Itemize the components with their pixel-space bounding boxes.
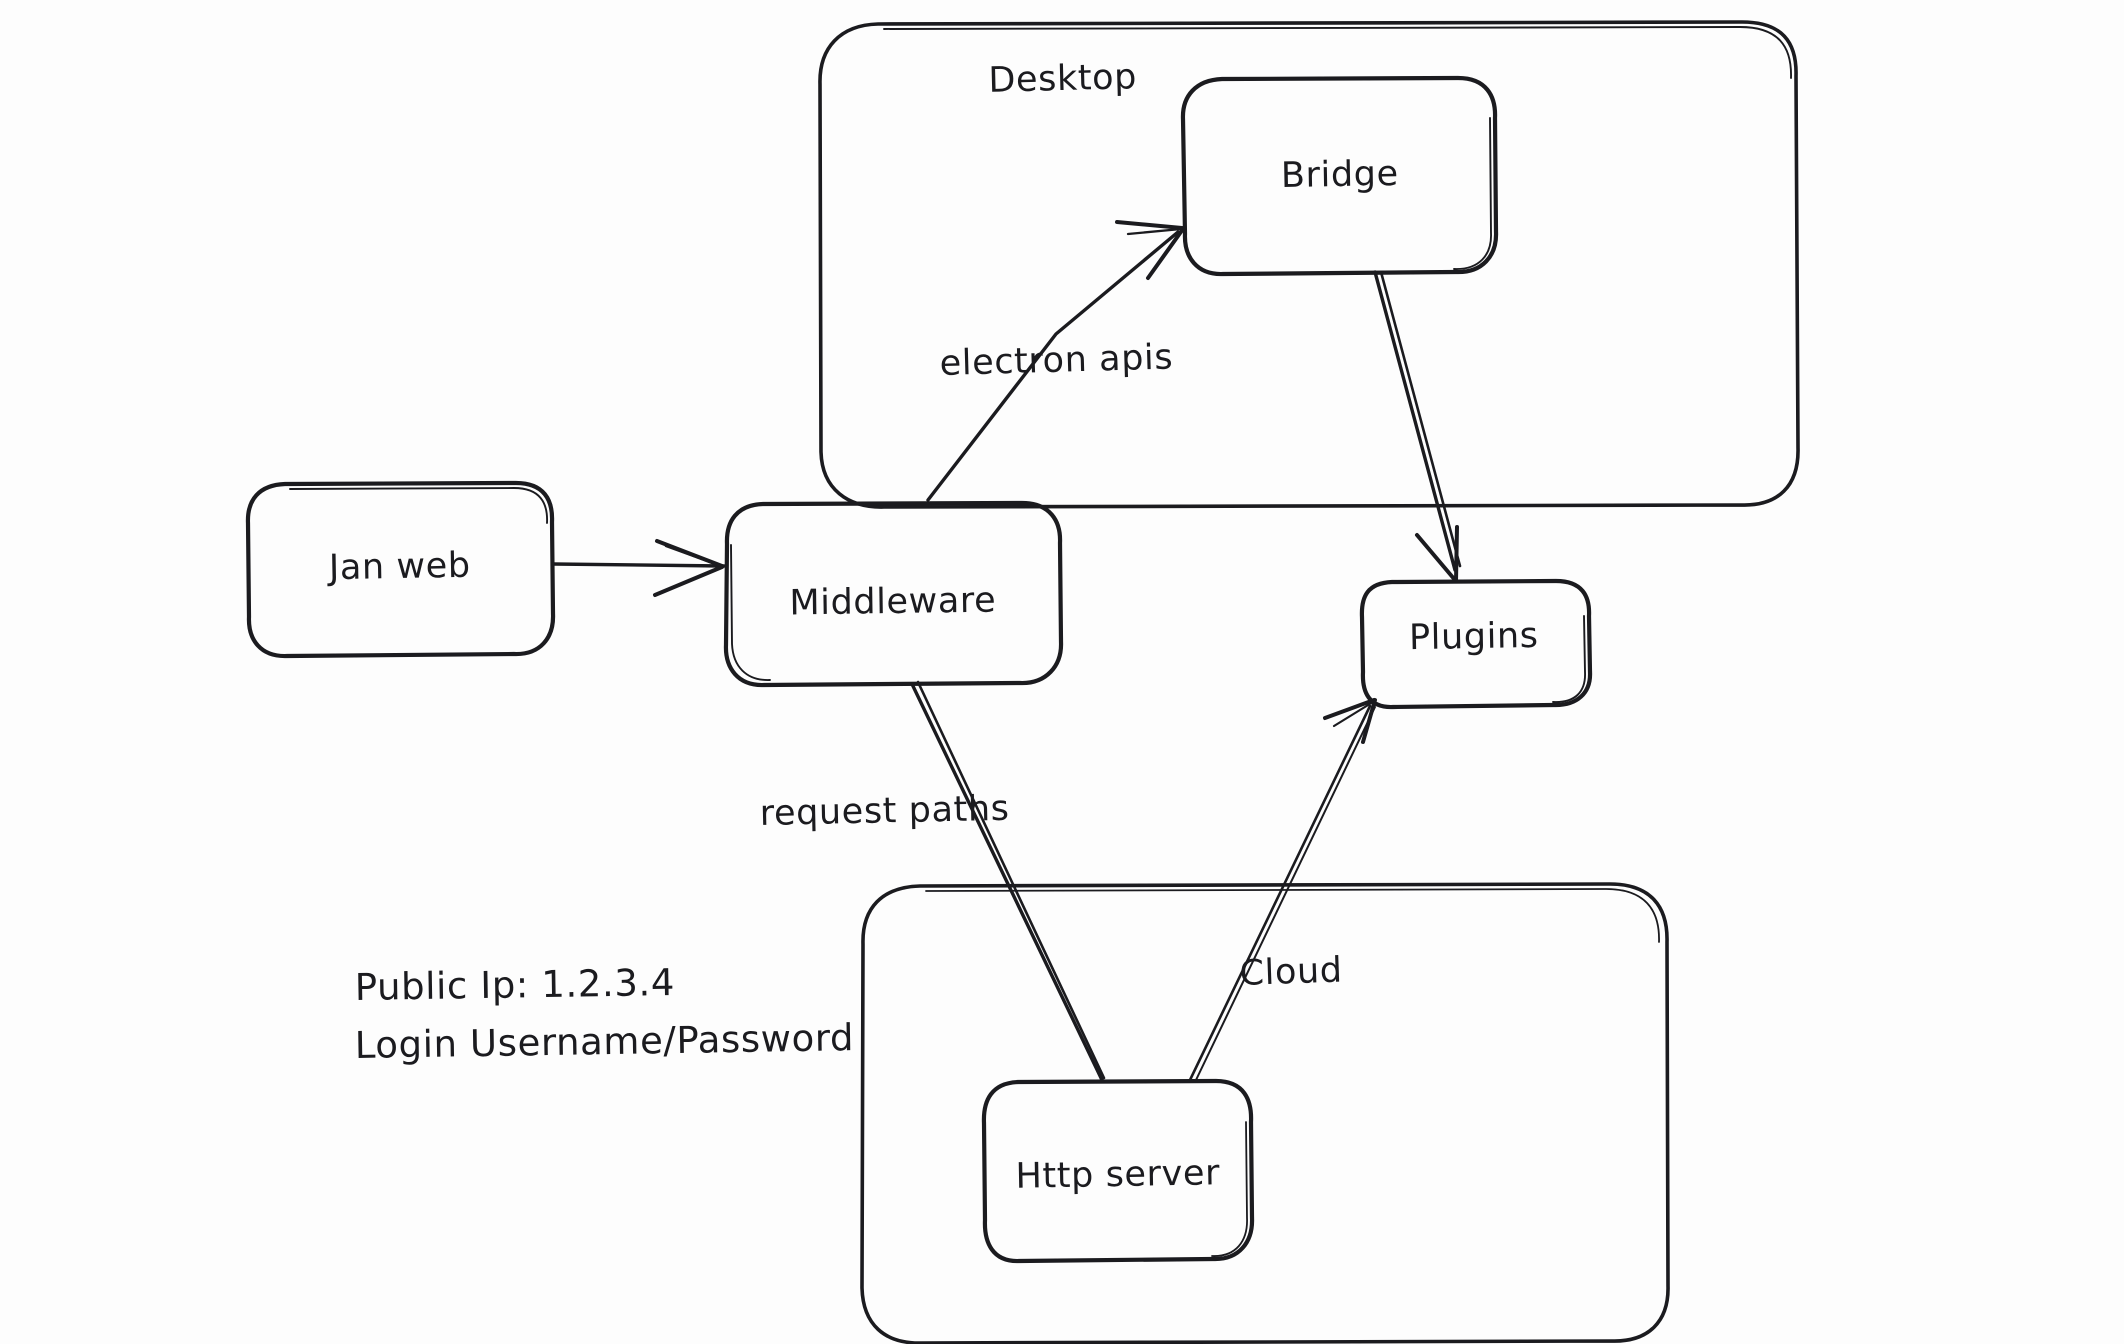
arrowhead-echo <box>1332 700 1375 728</box>
arrowhead-echo <box>1126 227 1183 236</box>
node-middleware[interactable]: Middleware <box>723 500 1064 688</box>
cloud-group-outline <box>860 882 1670 1344</box>
node-outline <box>981 1078 1255 1264</box>
edge-middleware-to-bridge[interactable]: electron apis <box>926 220 1185 502</box>
edge-line <box>1373 270 1457 572</box>
edge-label-electron-apis: electron apis <box>939 337 1174 384</box>
note-public-ip: Public Ip: 1.2.3.4 Login Username/Passwo… <box>354 961 854 1067</box>
arrowhead-lower <box>1146 227 1185 280</box>
node-outline <box>1359 578 1593 710</box>
edge-label-request-paths: request paths <box>759 789 1010 834</box>
node-outline-echo <box>730 544 771 681</box>
note-line-login: Login Username/Password <box>354 1016 854 1067</box>
edge-label-cloud: Cloud <box>1239 950 1343 994</box>
edge-middleware-to-httpserver[interactable]: request paths <box>759 680 1106 1082</box>
cloud-group-outline-echo <box>925 888 1660 943</box>
node-outline-echo <box>289 487 548 524</box>
node-outline <box>245 480 556 659</box>
edge-line <box>910 682 1104 1082</box>
edge-janweb-to-middleware[interactable] <box>551 539 726 597</box>
note-line-public-ip: Public Ip: 1.2.3.4 <box>354 961 675 1009</box>
node-label-jan-web: Jan web <box>327 546 471 589</box>
node-jan-web[interactable]: Jan web <box>245 480 556 659</box>
node-outline-echo <box>1552 615 1586 703</box>
arrowhead-upper <box>1115 220 1184 230</box>
edge-line-echo <box>1379 270 1462 568</box>
arrowhead-lower <box>653 565 724 597</box>
node-label-plugins: Plugins <box>1409 616 1539 658</box>
edge-line-echo <box>916 680 1106 1080</box>
node-bridge[interactable]: Bridge <box>1180 75 1499 277</box>
group-label-desktop: Desktop <box>988 57 1137 101</box>
node-label-bridge: Bridge <box>1281 154 1399 196</box>
group-desktop[interactable]: Desktop <box>818 20 1800 509</box>
node-label-http-server: Http server <box>1015 1153 1220 1197</box>
desktop-group-outline-echo <box>883 26 1792 79</box>
node-outline-echo <box>1453 117 1492 270</box>
edge-httpserver-to-plugins[interactable]: Cloud <box>1188 698 1377 1082</box>
edge-line <box>926 230 1180 502</box>
node-http-server[interactable]: Http server <box>981 1078 1255 1264</box>
node-outline <box>723 500 1064 688</box>
arrowhead-echo <box>664 544 723 568</box>
arrowhead-right <box>1361 698 1377 744</box>
node-outline-echo <box>1211 1121 1248 1257</box>
arrowhead-lower <box>1323 698 1376 720</box>
group-cloud[interactable] <box>860 882 1670 1344</box>
node-label-middleware: Middleware <box>789 581 996 624</box>
edge-line <box>1188 704 1372 1082</box>
edge-line <box>551 562 726 568</box>
edge-line-echo <box>1195 706 1376 1081</box>
arrowhead-right <box>1454 525 1459 583</box>
node-outline <box>1180 75 1499 277</box>
node-plugins[interactable]: Plugins <box>1359 578 1593 710</box>
desktop-group-outline <box>818 20 1800 509</box>
arrowhead-left <box>1415 533 1457 582</box>
edge-bridge-to-plugins[interactable] <box>1373 270 1462 583</box>
